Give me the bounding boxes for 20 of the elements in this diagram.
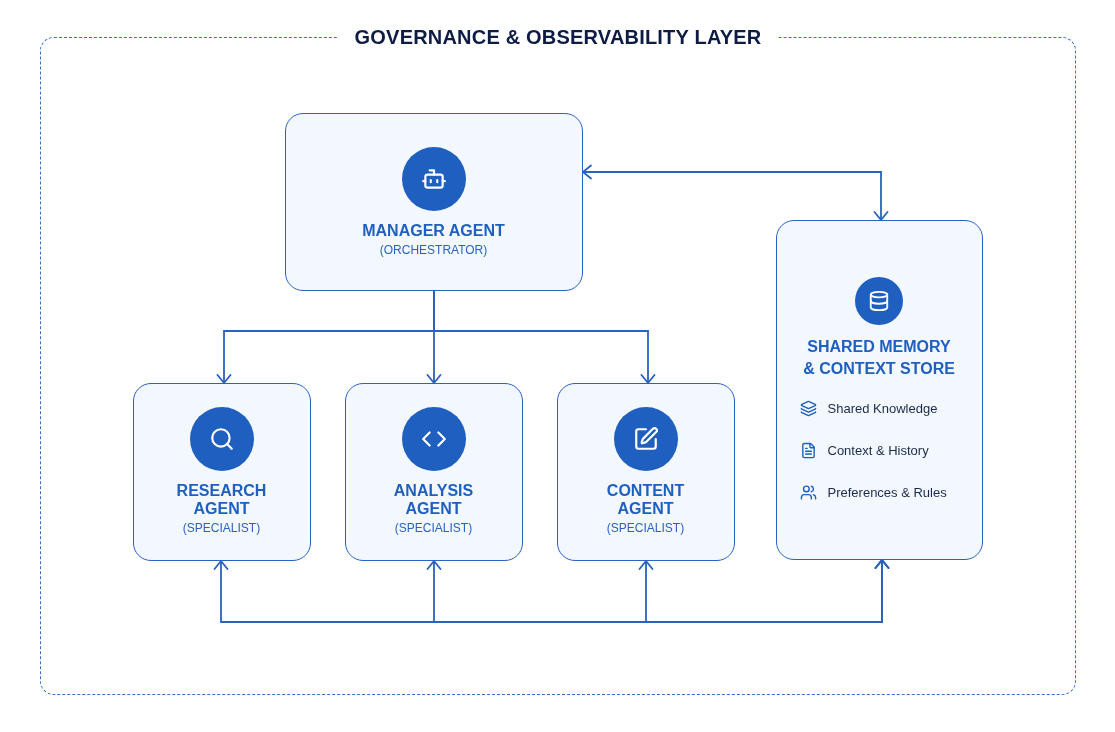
card-title: SHARED MEMORY & CONTEXT STORE <box>802 336 956 379</box>
connector-arrow <box>582 164 889 221</box>
list-item-text: Preferences & Rules <box>827 484 947 501</box>
role-subtitle: (SPECIALIST) <box>182 520 261 536</box>
role-subtitle: (SPECIALIST) <box>394 520 473 536</box>
card-title: ANALYSIS AGENT <box>392 481 475 518</box>
memory-store-card <box>775 219 983 560</box>
card-title: RESEARCH AGENT <box>175 481 268 518</box>
list-item-text: Context & History <box>827 442 929 459</box>
role-subtitle: (SPECIALIST) <box>606 520 685 536</box>
role-subtitle: (ORCHESTRATOR) <box>379 242 488 258</box>
agent-card <box>284 112 583 291</box>
agent-card <box>344 382 523 561</box>
agent-card <box>132 382 311 561</box>
connector-arrow <box>638 559 890 623</box>
agent-card <box>556 382 735 561</box>
card-title: CONTENT AGENT <box>605 481 686 518</box>
card-title: MANAGER AGENT <box>362 221 505 240</box>
list-item-text: Shared Knowledge <box>827 400 938 417</box>
connector-arrow <box>433 290 656 384</box>
